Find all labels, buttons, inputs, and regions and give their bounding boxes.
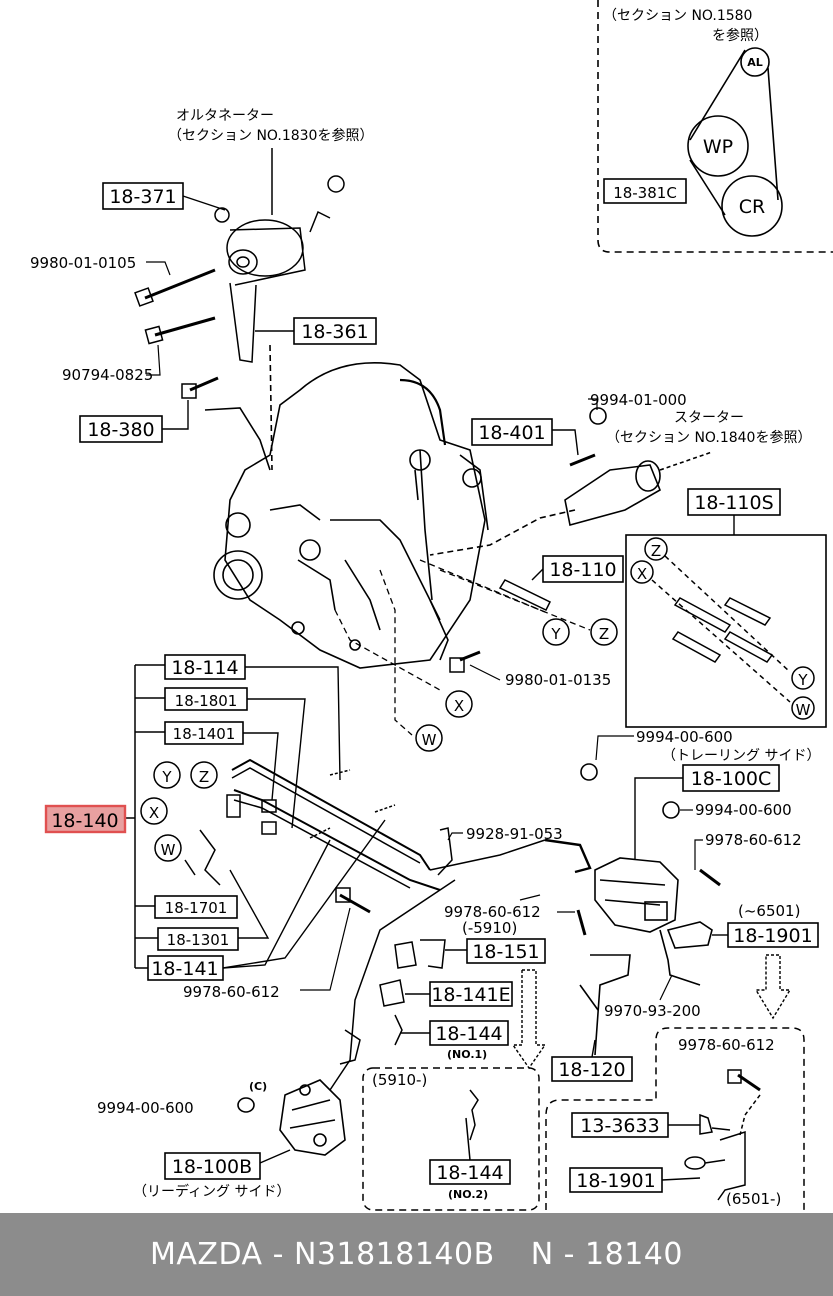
arrow-down-center (511, 969, 547, 1070)
clip-9928-91-053: 9928-91-053 (466, 825, 563, 843)
part-18-120[interactable]: 18-120 (558, 1059, 625, 1081)
wire-9970-93-200: 9970-93-200 (604, 1002, 701, 1020)
marker-z-plugs: Z (651, 542, 661, 560)
belt-detail (597, 0, 833, 253)
part-18-401[interactable]: 18-401 (478, 422, 545, 444)
bolt-9978-60-612-left: 9978-60-612 (183, 983, 280, 1001)
nut-9994-00-600-low: 9994-00-600 (97, 1099, 194, 1117)
belt-ref-line1: （セクション NO.1580 (603, 8, 752, 24)
alternator-drawing (134, 148, 345, 399)
bolt-90794-0825: 90794-0825 (62, 366, 153, 384)
starter-label: スターター (674, 410, 744, 426)
bolt-9980-01-0105: 9980-01-0105 (30, 254, 136, 272)
part-18-151[interactable]: 18-151 (472, 941, 539, 963)
small-brackets-drawing (339, 939, 446, 1065)
part-18-100c[interactable]: 18-100C (691, 768, 772, 790)
parts-diagram: （セクション NO.1580 を参照） AL WP CR 18-381C オルタ… (30, 0, 833, 1211)
marker-x-plugs: X (637, 565, 647, 583)
bracket-no2-drawing (465, 1089, 479, 1161)
cord-drawing (140, 758, 592, 1091)
marker-y-single: Y (550, 625, 561, 643)
marker-w-engine: W (422, 731, 437, 749)
footer-brand: MAZDA - N31818140B (150, 1237, 495, 1272)
part-18-144-no2[interactable]: 18-144 (436, 1162, 503, 1184)
marker-y-plugs: Y (797, 671, 808, 689)
marker-w-plugs: W (796, 701, 811, 719)
coil-drawing (576, 763, 721, 1056)
part-18-144-no1[interactable]: 18-144 (435, 1023, 502, 1045)
part-18-361[interactable]: 18-361 (301, 321, 368, 343)
marker-w-cords: W (161, 841, 176, 859)
leading-side-label: （リーディング サイド） (133, 1183, 290, 1200)
bolt-9980-01-0135: 9980-01-0135 (505, 671, 611, 689)
range-from-5910: (5910-) (372, 1071, 427, 1089)
range-minus-5910: (-5910) (462, 919, 517, 937)
spark-plug-set-drawing (630, 537, 815, 720)
nut-9994-00-600-mid: 9994-00-600 (695, 801, 792, 819)
marker-y-cords: Y (161, 768, 172, 786)
nut-9994-01-000: 9994-01-000 (590, 391, 687, 409)
trailing-side-label: （トレーリング サイド） (662, 748, 820, 764)
belt-ref-line2: を参照） (712, 27, 768, 44)
part-18-1901-lower[interactable]: 18-1901 (576, 1170, 655, 1192)
range-from-6501: (6501-) (726, 1190, 781, 1208)
part-18-1901-top[interactable]: 18-1901 (733, 925, 812, 947)
highlight-box (44, 804, 127, 834)
range-to-6501: (~6501) (738, 902, 800, 920)
marker-z-cords: Z (199, 768, 209, 786)
label-no2: (NO.2) (448, 1188, 488, 1201)
part-18-100b[interactable]: 18-100B (172, 1156, 252, 1178)
marker-z-single: Z (599, 625, 609, 643)
part-13-3633[interactable]: 13-3633 (580, 1115, 659, 1137)
engine-block-drawing (204, 344, 489, 669)
part-18-110s[interactable]: 18-110S (694, 492, 773, 514)
starter-drawing (429, 407, 713, 556)
part-18-140[interactable]: 18-140 (51, 810, 118, 832)
part-18-1701[interactable]: 18-1701 (165, 899, 228, 917)
spark-plug-drawing (449, 579, 618, 673)
bolt-9978-60-612-center: 9978-60-612 (444, 903, 541, 921)
part-18-141e[interactable]: 18-141E (431, 984, 510, 1006)
marker-x-engine: X (454, 697, 464, 715)
part-18-380[interactable]: 18-380 (87, 419, 154, 441)
part-18-141[interactable]: 18-141 (151, 958, 218, 980)
part-18-1401[interactable]: 18-1401 (173, 725, 236, 743)
arrow-down-right (754, 954, 792, 1020)
sensor-bracket-drawing (684, 1069, 761, 1201)
bolt-9978-60-612-right: 9978-60-612 (705, 831, 802, 849)
part-18-1301[interactable]: 18-1301 (167, 931, 230, 949)
part-18-110[interactable]: 18-110 (549, 559, 616, 581)
igniter-b-drawing (237, 1079, 346, 1156)
cord-set-bracket (125, 664, 165, 969)
c-mark: (C) (249, 1080, 267, 1093)
part-18-114[interactable]: 18-114 (171, 657, 238, 679)
part-18-371[interactable]: 18-371 (109, 186, 176, 208)
label-no1: (NO.1) (447, 1048, 487, 1061)
starter-ref: （セクション NO.1840を参照） (606, 429, 811, 446)
alternator-ref: （セクション NO.1830を参照） (168, 127, 373, 144)
nut-9994-00-600-top: 9994-00-600 (636, 728, 733, 746)
footer-part-number: N - 18140 (530, 1237, 683, 1272)
part-18-381c[interactable]: 18-381C (613, 184, 677, 202)
part-18-1801[interactable]: 18-1801 (175, 692, 238, 710)
bolt-9978-60-612-lower: 9978-60-612 (678, 1036, 775, 1054)
marker-wp: WP (703, 136, 733, 158)
marker-al: AL (747, 56, 763, 69)
alternator-label: オルタネーター (176, 108, 274, 124)
footer-bar: MAZDA - N31818140B N - 18140 (0, 1213, 833, 1296)
marker-cr: CR (739, 196, 765, 218)
marker-x-cords: X (149, 804, 159, 822)
